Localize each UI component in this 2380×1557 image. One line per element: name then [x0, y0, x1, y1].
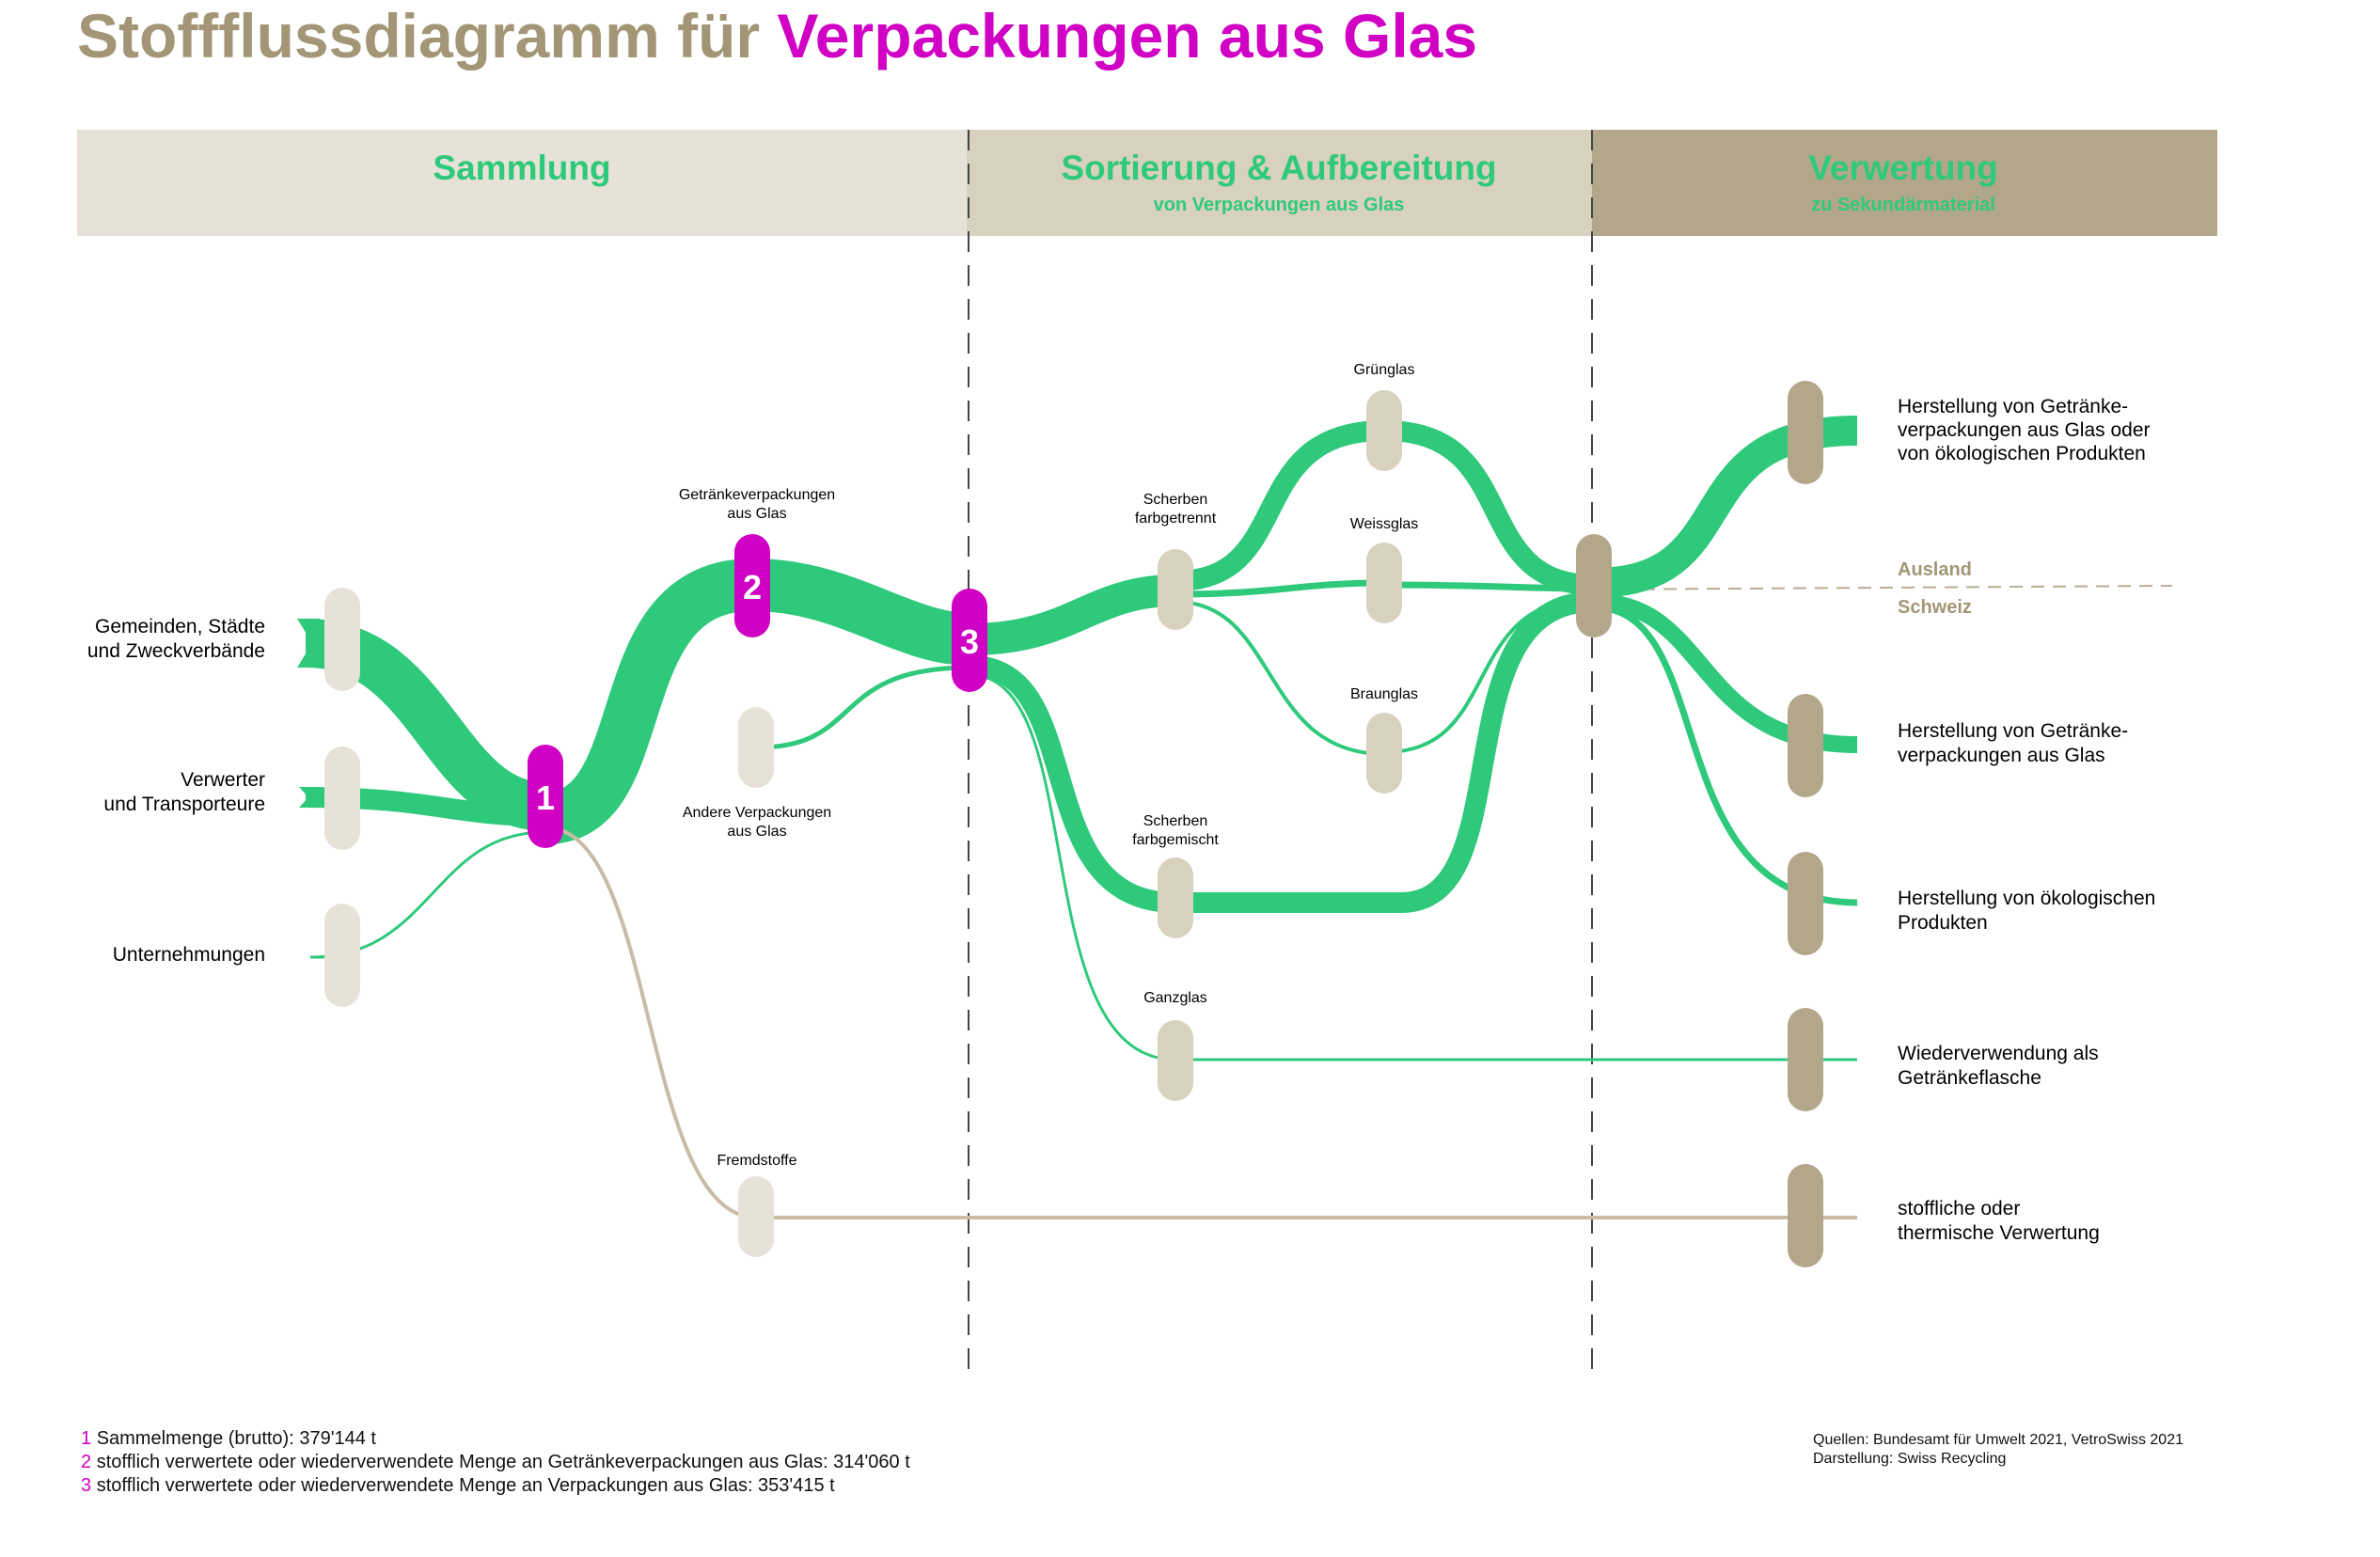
region-label-abroad: Ausland	[1898, 559, 1972, 580]
flow-separated-to-white	[1174, 579, 1385, 598]
output-label-4-line-2: Getränkeflasche	[1898, 1067, 2041, 1089]
footnote-3-number: 3	[81, 1475, 92, 1496]
flow-1-to-beverage	[543, 558, 754, 844]
flow-mixed-to-hub	[1175, 591, 1595, 913]
node-output-5	[1788, 1164, 1823, 1267]
node-brown-glass	[1366, 713, 1402, 794]
node-source-carriers	[324, 747, 360, 850]
flow-arrow-municipalities	[297, 619, 320, 668]
label-white-glass: Weissglas	[1350, 516, 1419, 532]
label-foreign: Fremdstoffe	[717, 1153, 796, 1169]
source-label-carriers-1: Verwerter	[181, 769, 265, 791]
source-label-carriers-2: und Transporteure	[103, 794, 265, 815]
output-label-2-line-1: Herstellung von Getränke-	[1898, 720, 2128, 742]
label-beverage-2: aus Glas	[727, 506, 786, 522]
output-label-5-line-1: stoffliche oder	[1898, 1198, 2020, 1219]
node-cullet-separated	[1158, 549, 1193, 630]
node-recovery-hub	[1576, 534, 1612, 637]
footnote-2: 2 stofflich verwertete oder wiederverwen…	[81, 1451, 910, 1474]
footnote-1: 1 Sammelmenge (brutto): 379'144 t	[81, 1427, 910, 1451]
stage-band-sorting	[967, 130, 1592, 236]
flow-other-to-3	[756, 665, 971, 750]
output-label-3-line-1: Herstellung von ökologischen	[1898, 888, 2155, 909]
node-source-municipalities	[324, 588, 360, 691]
flow-1-to-foreign	[544, 826, 1857, 1219]
flow-3-to-separated	[969, 574, 1176, 655]
node-foreign	[738, 1176, 774, 1257]
page-title: Stoffflussdiagramm für Verpackungen aus …	[77, 2, 1477, 71]
output-label-1-line-2: verpackungen aus Glas oder	[1898, 419, 2151, 441]
footnotes: 1 Sammelmenge (brutto): 379'144 t 2 stof…	[81, 1427, 910, 1498]
node-whole-glass	[1158, 1020, 1193, 1101]
credits-design: Darstellung: Swiss Recycling	[1813, 1451, 2007, 1467]
title-part-1: Stoffflussdiagramm für	[77, 1, 761, 71]
footnote-1-text: Sammelmenge (brutto): 379'144 t	[96, 1428, 376, 1449]
stage-subtitle-recovery: zu Sekundärmaterial	[1811, 195, 1995, 215]
footnote-2-text: stofflich verwertete oder wiederverwende…	[96, 1452, 910, 1472]
label-green-glass: Grünglas	[1354, 362, 1415, 378]
node-output-1	[1788, 381, 1823, 484]
footnote-3: 3 stofflich verwertete oder wiederverwen…	[81, 1474, 910, 1498]
credits-sources: Quellen: Bundesamt für Umwelt 2021, Vetr…	[1813, 1432, 2183, 1448]
label-brown-glass: Braunglas	[1350, 686, 1418, 702]
footnote-3-text: stofflich verwertete oder wiederverwende…	[96, 1475, 835, 1496]
node-1	[528, 745, 563, 848]
node-2-number: 2	[743, 568, 762, 606]
node-output-3	[1788, 852, 1823, 955]
output-label-5-line-2: thermische Verwertung	[1898, 1222, 2100, 1244]
stage-title-recovery: Verwertung	[1808, 149, 1998, 187]
node-cullet-mixed	[1158, 857, 1193, 938]
flow-green-to-export	[1383, 420, 1595, 595]
node-3	[952, 589, 987, 692]
flow-separated-to-green	[1174, 420, 1385, 591]
source-label-companies: Unternehmungen	[113, 944, 265, 966]
node-green-glass	[1366, 390, 1402, 471]
label-mixed-2: farbgemischt	[1132, 832, 1219, 848]
flow-hub-to-output-3	[1593, 604, 1858, 906]
footnote-2-number: 2	[81, 1452, 92, 1472]
region-label-domestic: Schweiz	[1898, 597, 1972, 618]
source-label-municipalities-2: und Zweckverbände	[87, 640, 265, 662]
node-white-glass	[1366, 543, 1402, 623]
flow-white-to-export	[1383, 581, 1595, 592]
output-label-2-line-2: verpackungen aus Glas	[1898, 745, 2105, 766]
flow-3-to-mixed	[969, 655, 1176, 913]
stage-band-collection	[77, 130, 967, 236]
label-other-1: Andere Verpackungen	[683, 805, 831, 821]
footnote-1-number: 1	[81, 1428, 92, 1449]
title-part-2: Verpackungen aus Glas	[777, 1, 1478, 71]
node-source-companies	[324, 904, 360, 1007]
stage-title-collection: Sammlung	[433, 149, 610, 187]
output-label-4-line-1: Wiederverwendung als	[1898, 1043, 2099, 1064]
label-other-2: aus Glas	[727, 824, 786, 840]
stage-title-sorting: Sortierung & Aufbereitung	[1061, 149, 1496, 187]
node-3-number: 3	[960, 622, 979, 661]
output-label-3-line-2: Produkten	[1898, 912, 1988, 934]
credits: Quellen: Bundesamt für Umwelt 2021, Vetr…	[1813, 1431, 2183, 1469]
source-label-municipalities-1: Gemeinden, Städte	[95, 616, 265, 637]
label-whole-glass: Ganzglas	[1143, 990, 1207, 1006]
label-mixed-1: Scherben	[1143, 813, 1208, 829]
stage-subtitle-sorting: von Verpackungen aus Glas	[1154, 195, 1405, 215]
stage-band-recovery	[1592, 130, 2217, 236]
flow-arrow-carriers	[299, 787, 320, 808]
node-output-4	[1788, 1008, 1823, 1111]
flow-separated-to-brown	[1174, 600, 1385, 756]
node-2	[734, 534, 770, 637]
label-separated-1: Scherben	[1143, 492, 1208, 508]
output-label-1-line-1: Herstellung von Getränke-	[1898, 396, 2128, 417]
node-1-number: 1	[536, 778, 555, 817]
label-separated-2: farbgetrennt	[1135, 511, 1217, 527]
flow-3-to-whole	[969, 673, 1176, 1062]
label-beverage-1: Getränkeverpackungen	[679, 487, 835, 503]
node-output-2	[1788, 694, 1823, 797]
region-boundary-line	[1598, 585, 2173, 590]
flow-beverage-to-3	[751, 558, 972, 666]
node-other-packaging	[738, 707, 774, 788]
output-label-1-line-3: von ökologischen Produkten	[1898, 443, 2146, 464]
